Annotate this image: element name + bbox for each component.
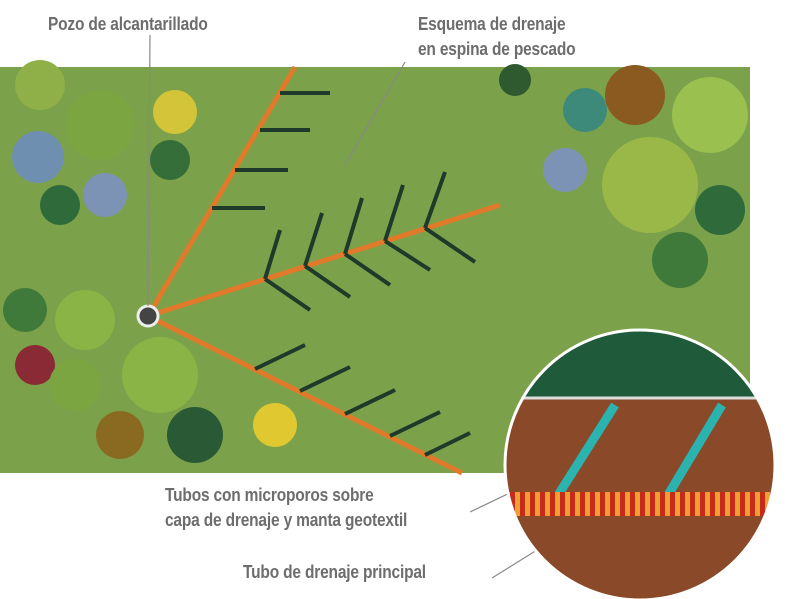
trees: [3, 60, 748, 463]
cross-section-inset: [505, 330, 775, 599]
manhole-label: Pozo de alcantarillado: [48, 14, 208, 34]
main-drain-pipes: [145, 65, 501, 476]
main-pipe-label: Tubo de drenaje principal: [243, 562, 426, 582]
lateral-pipes: [212, 91, 477, 457]
manhole-icon: [136, 304, 160, 328]
scheme-label-line1: Esquema de drenaje: [418, 14, 566, 34]
micro-pipes-label-line2: capa de drenaje y manta geotextil: [165, 510, 408, 530]
scheme-label-line2: en espina de pescado: [418, 39, 576, 59]
micro-pipes-label-line1: Tubos con microporos sobre: [165, 485, 374, 505]
